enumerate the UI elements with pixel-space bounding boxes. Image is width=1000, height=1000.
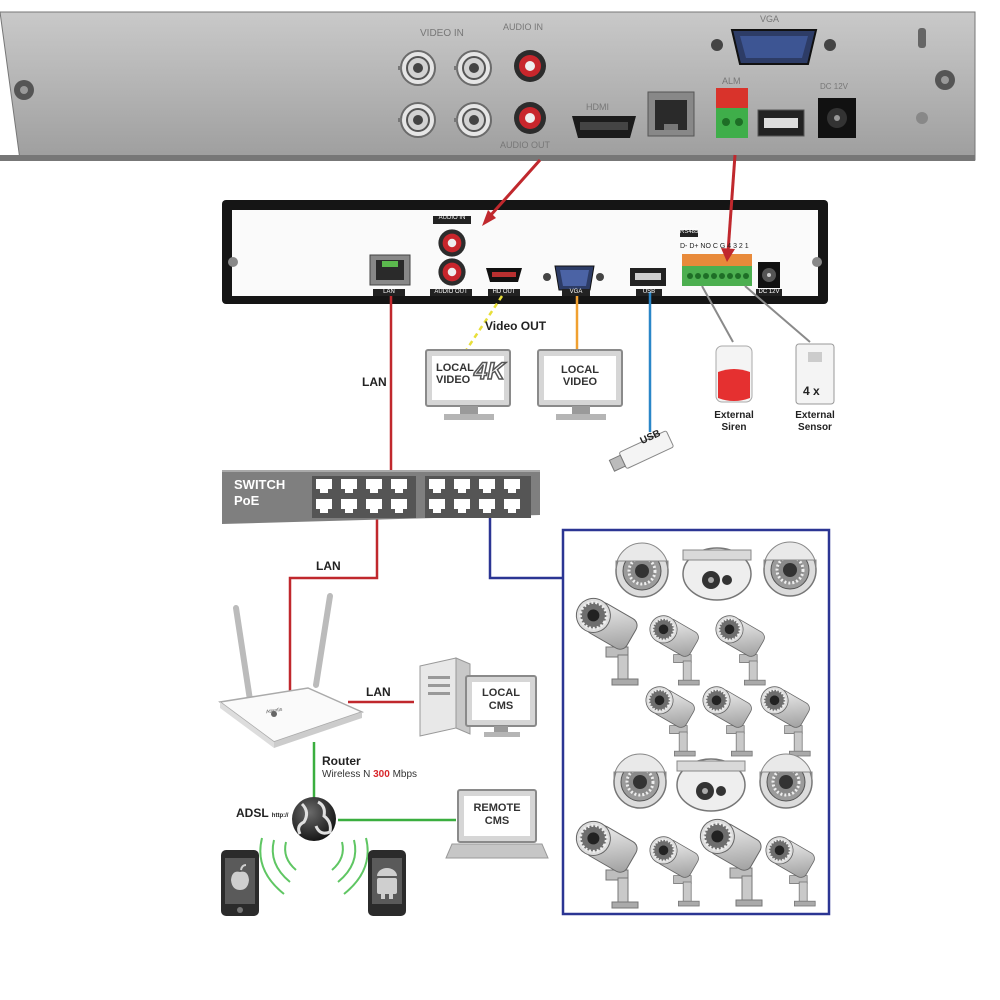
top-power-label: DC 12V <box>820 82 849 91</box>
siren-label: External Siren <box>704 410 764 434</box>
adsl-text: ADSL <box>236 806 269 820</box>
local-4k-line2: VIDEO <box>436 374 471 386</box>
router-subtitle-prefix: Wireless N <box>322 769 374 780</box>
remote-cms-laptop-icon <box>445 789 549 859</box>
switch-label: SWITCH PoE <box>234 477 285 509</box>
siren-line2: Siren <box>721 422 747 433</box>
router-icon <box>218 593 365 748</box>
ios-phone-icon <box>221 850 259 916</box>
audio-in-jack <box>438 229 466 257</box>
switch-line2: PoE <box>234 493 260 508</box>
alarm-terminal <box>716 88 748 138</box>
wifi-waves-icon <box>259 837 369 895</box>
local-video-line1: LOCAL <box>561 364 599 376</box>
internet-globe-icon <box>292 797 336 841</box>
dome-camera-icon <box>762 540 818 598</box>
turret-camera-icon <box>676 758 746 812</box>
remote-cms-text: REMOTE CMS <box>464 802 530 828</box>
top-vga-label: VGA <box>760 14 780 24</box>
back-terminal-label: D- D+ NO C G 4 3 2 1 <box>680 243 749 250</box>
router-subtitle: Wireless N 300 Mbps <box>322 769 417 780</box>
top-video-in-label: VIDEO IN <box>420 28 464 39</box>
back-hd-out-label: HD OUT <box>492 289 516 295</box>
local-cms-line2: CMS <box>488 700 514 712</box>
sensor-icon <box>795 343 835 405</box>
local-4k-line1: LOCAL <box>436 362 474 374</box>
back-vga-label: VGA <box>569 289 583 295</box>
arrowhead-icon <box>482 210 496 226</box>
usb-stick-icon <box>608 430 674 472</box>
back-audio-out-label: AUDIO OUT <box>434 289 468 295</box>
dome-camera-icon <box>612 752 668 810</box>
sensor-label: External Sensor <box>785 410 845 434</box>
arrowhead-icon <box>721 248 735 262</box>
lan-port <box>369 254 411 286</box>
back-audio-in-label: AUDIO IN <box>438 215 466 221</box>
android-phone-icon <box>368 850 406 916</box>
remote-cms-line1: REMOTE <box>473 802 521 814</box>
power-jack <box>818 98 856 138</box>
siren-icon <box>715 345 753 403</box>
router-speed: 300 <box>373 769 390 780</box>
hdmi-port <box>572 116 636 138</box>
rca-audio-in <box>514 50 546 82</box>
top-alarm-label: ALM <box>722 76 741 86</box>
siren-line <box>701 285 734 343</box>
local-video-text: LOCAL VIDEO <box>544 364 616 388</box>
usb-out-port <box>630 268 666 286</box>
connection-lines <box>288 154 811 822</box>
sensor-line <box>744 285 811 343</box>
audio-out-jack <box>438 258 466 286</box>
poe-cameras-line <box>488 515 563 580</box>
local-4k-badge: 4K <box>473 357 505 386</box>
hd-out-port <box>486 268 522 282</box>
dome-camera-icon <box>614 541 670 599</box>
adsl-small: http:// <box>271 813 289 819</box>
switch-line1: SWITCH <box>234 477 286 492</box>
local-video-line2: VIDEO <box>562 376 598 388</box>
local-cms-text: LOCAL CMS <box>472 687 530 713</box>
lan-label-dvr: LAN <box>362 375 387 389</box>
router-subtitle-suffix: Mbps <box>389 769 418 780</box>
adsl-label: ADSL http:// <box>236 806 288 820</box>
dc-power-port <box>758 262 780 288</box>
arrow-photo-to-audio <box>488 159 542 217</box>
back-lan-label: LAN <box>383 289 395 295</box>
siren-line1: External <box>714 410 754 421</box>
sensor-badge: 4 x <box>803 384 820 398</box>
router-title: Router <box>322 754 361 768</box>
top-audio-out-label: AUDIO OUT <box>500 140 551 150</box>
remote-cms-line2: CMS <box>484 815 510 827</box>
monitor-local-video <box>537 349 623 420</box>
back-rs485-label: RS485 <box>680 229 699 235</box>
lan-label-router: LAN <box>316 559 341 573</box>
dvr-back-panel <box>222 200 828 304</box>
top-audio-in-label: AUDIO IN <box>503 22 544 32</box>
vga-port <box>711 29 836 65</box>
ethernet-port <box>647 91 695 137</box>
sensor-line1: External <box>795 410 835 421</box>
monitor-local-4k <box>425 349 511 420</box>
dvr-top-panel: VIDEO IN <box>0 11 976 161</box>
lan-switch-router-line <box>288 515 379 700</box>
back-power-label: DC 12V <box>758 289 780 295</box>
local-cms-line1: LOCAL <box>482 687 520 699</box>
video-out-label: Video OUT <box>485 319 547 333</box>
arrow-photo-to-alarm <box>726 154 737 253</box>
usb-port <box>757 109 805 137</box>
lan-label-cms: LAN <box>366 685 391 699</box>
local-4k-text: LOCAL VIDEO <box>436 362 474 386</box>
sensor-line2: Sensor <box>798 422 832 433</box>
vga-out-port <box>543 265 604 291</box>
local-cms-pc-icon <box>419 657 537 737</box>
video-out-4k-line <box>463 295 504 353</box>
terminal-block <box>682 254 752 286</box>
dome-camera-icon <box>758 752 814 810</box>
back-usb-label: USB <box>642 289 656 295</box>
rca-audio-out <box>514 102 546 134</box>
top-hdmi-label: HDMI <box>586 102 609 112</box>
turret-camera-icon <box>682 547 752 601</box>
